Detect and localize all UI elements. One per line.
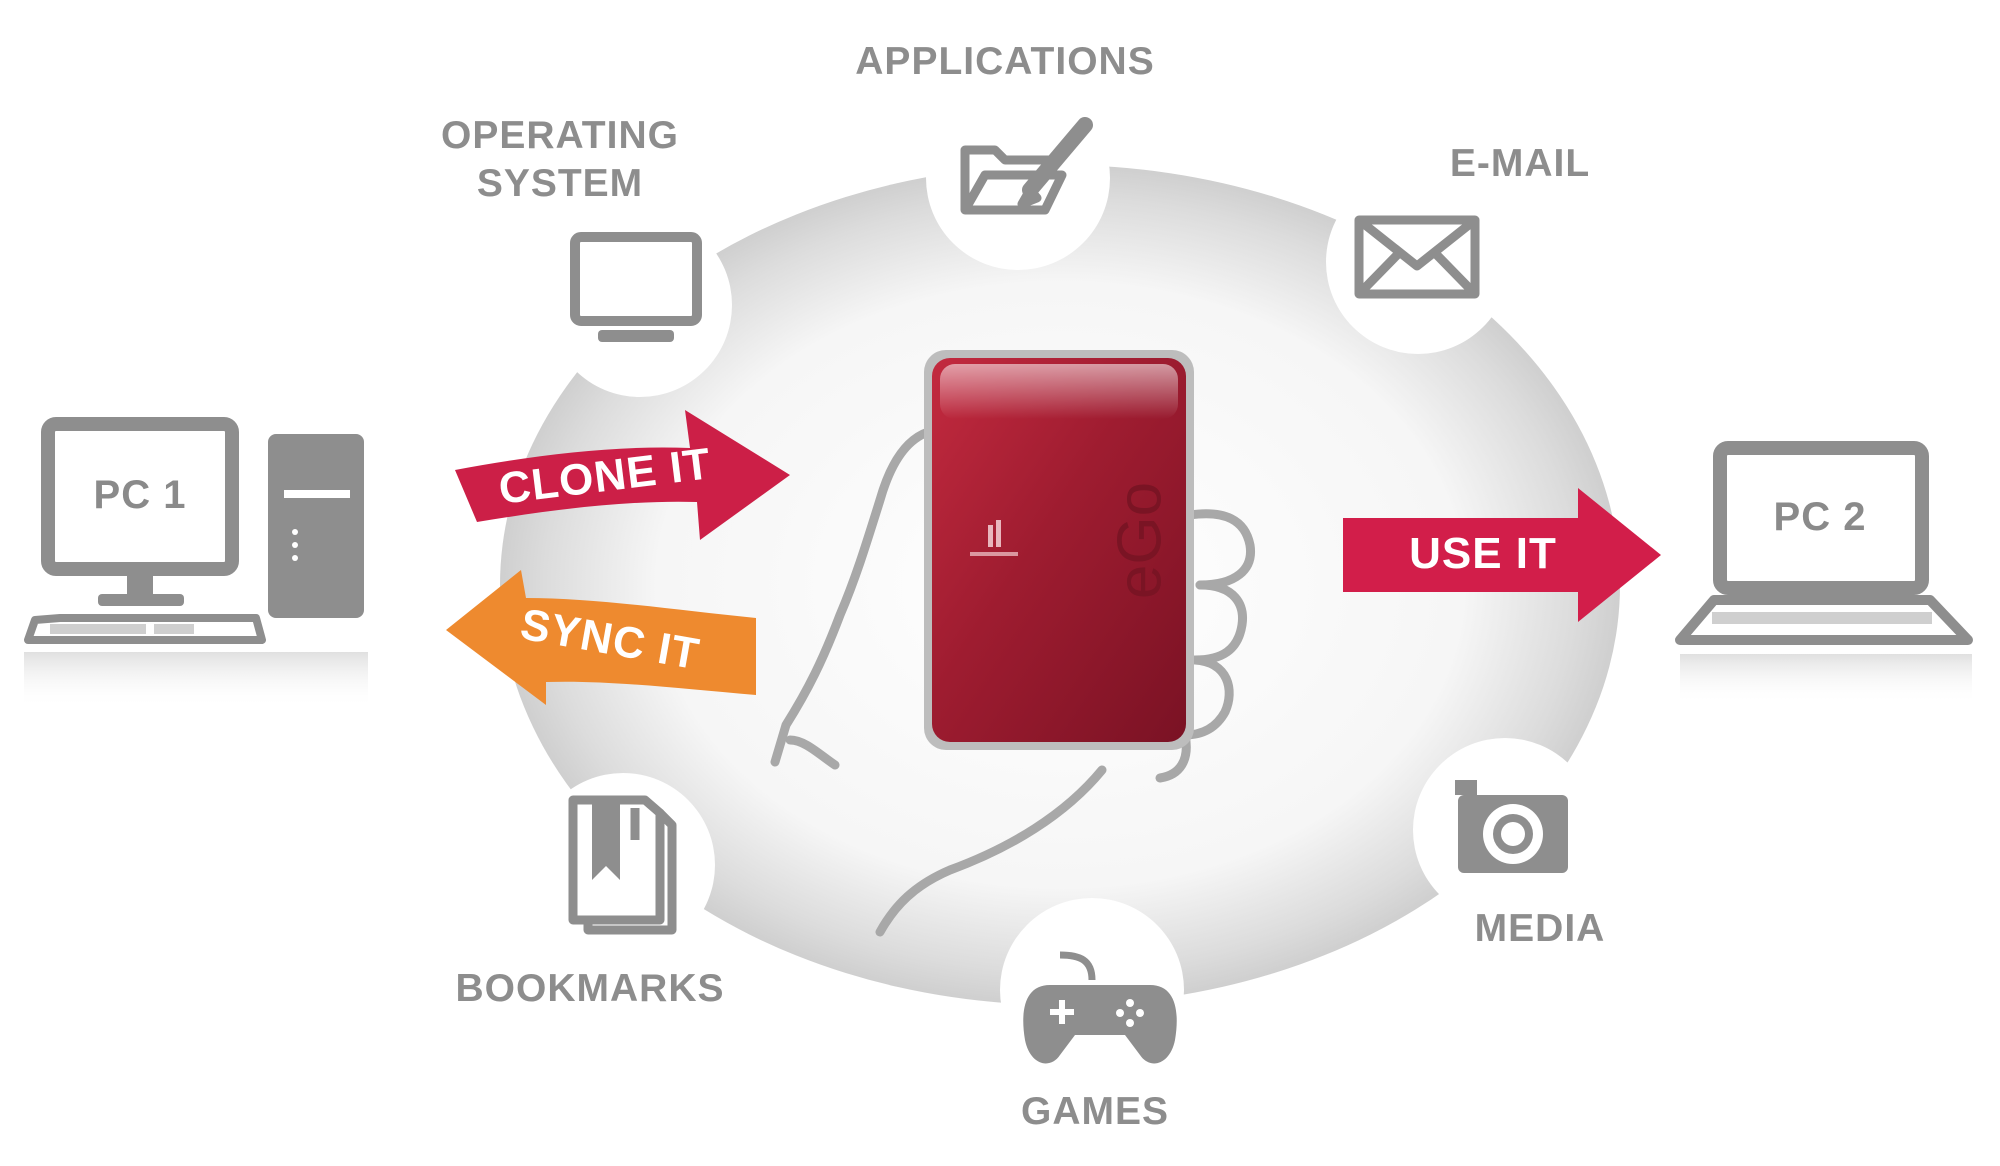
clone-it-arrow[interactable] xyxy=(455,410,795,545)
gamepad-icon xyxy=(1023,951,1177,1064)
games-label: GAMES xyxy=(1020,1090,1169,1133)
pc2-laptop xyxy=(1675,441,1973,704)
operating-system-label: OPERATING SYSTEM xyxy=(420,112,700,208)
pc2-label: PC 2 xyxy=(1773,495,1867,539)
use-it-label: USE IT xyxy=(1409,529,1557,578)
pc1-label: PC 1 xyxy=(93,473,187,517)
monitor-icon xyxy=(570,232,702,342)
pc1-desktop xyxy=(24,417,368,708)
iomega-logo xyxy=(970,520,1018,556)
use-it-arrow[interactable] xyxy=(1343,488,1663,623)
media-label: MEDIA xyxy=(1474,907,1606,950)
camera-icon xyxy=(1455,780,1568,873)
bookmark-icon xyxy=(568,795,677,935)
ego-drive xyxy=(924,350,1194,750)
os-label-line2: SYSTEM xyxy=(476,162,644,205)
folder-pencil-icon xyxy=(960,117,1093,215)
bubble-os xyxy=(548,213,732,397)
os-label-line1: OPERATING xyxy=(441,114,679,157)
email-label: E-MAIL xyxy=(1449,142,1591,185)
bookmarks-label: BOOKMARKS xyxy=(455,967,725,1010)
sync-it-arrow[interactable] xyxy=(446,570,761,705)
envelope-icon xyxy=(1354,215,1480,299)
applications-label: APPLICATIONS xyxy=(855,40,1155,83)
device-brand: eGo xyxy=(1105,481,1175,600)
